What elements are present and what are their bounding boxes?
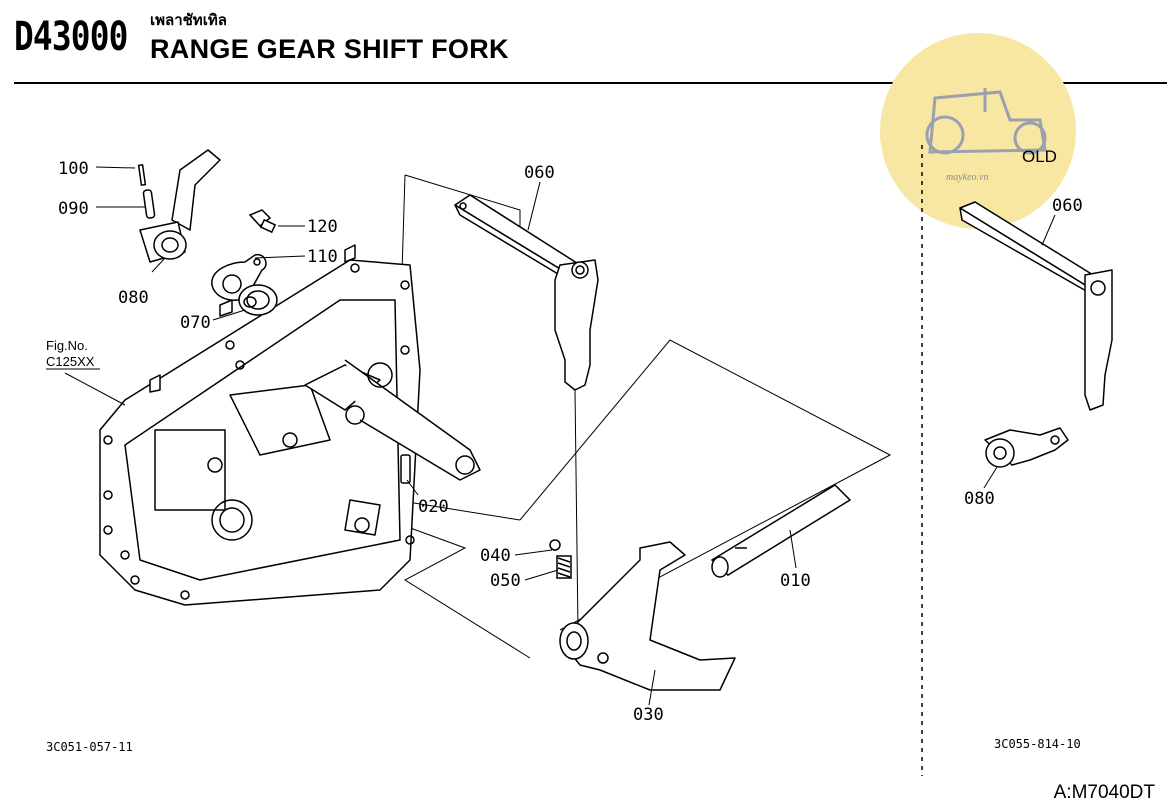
bolt-120 xyxy=(248,209,277,234)
watermark: OLD maykeo.vn xyxy=(880,33,1076,229)
label-leaders xyxy=(64,166,1056,706)
fig-ref-line1: Fig.No. xyxy=(46,338,88,353)
label-110: 110 xyxy=(307,247,338,267)
fork-rod-010 xyxy=(710,484,852,578)
label-080-alt: 080 xyxy=(964,489,995,509)
label-050: 050 xyxy=(490,571,521,591)
label-120: 120 xyxy=(307,217,338,237)
shift-fork-030 xyxy=(559,541,736,691)
label-060: 060 xyxy=(524,163,555,183)
model-code: A:M7040DT xyxy=(1053,782,1155,803)
watermark-badge: OLD xyxy=(1022,147,1057,166)
tractor-icon xyxy=(925,88,1047,155)
plate-110 xyxy=(211,253,267,301)
ball-040 xyxy=(549,539,561,551)
spring-050 xyxy=(556,555,572,579)
label-090: 090 xyxy=(58,199,89,219)
label-060-alt: 060 xyxy=(1052,196,1083,216)
shift-shaft-060 xyxy=(454,194,599,391)
oil-seal-070 xyxy=(238,284,278,316)
thai-title: เพลาชัทเทิล xyxy=(150,12,227,29)
shift-arm-080 xyxy=(137,149,221,263)
diagram-code-left: 3C051-057-11 xyxy=(46,740,133,754)
diagram-code-right: 3C055-814-10 xyxy=(994,737,1081,751)
shift-arm-080-alt xyxy=(984,427,1069,468)
label-040: 040 xyxy=(480,546,511,566)
label-020: 020 xyxy=(418,497,449,517)
pin-020 xyxy=(400,454,411,484)
page-title: RANGE GEAR SHIFT FORK xyxy=(150,34,509,64)
watermark-site: maykeo.vn xyxy=(946,172,988,183)
watermark-circle xyxy=(880,33,1076,229)
label-010: 010 xyxy=(780,571,811,591)
shift-shaft-060-alt xyxy=(959,201,1113,411)
label-030: 030 xyxy=(633,705,664,725)
page-header: D43000 เพลาชัทเทิล RANGE GEAR SHIFT FORK xyxy=(0,0,1167,86)
label-100: 100 xyxy=(58,159,89,179)
transmission-case xyxy=(99,244,481,606)
section-code: D43000 xyxy=(14,14,128,60)
label-080: 080 xyxy=(118,288,149,308)
label-070: 070 xyxy=(180,313,211,333)
fig-ref-line2: C125XX xyxy=(46,354,95,369)
header-rule xyxy=(14,82,1167,84)
